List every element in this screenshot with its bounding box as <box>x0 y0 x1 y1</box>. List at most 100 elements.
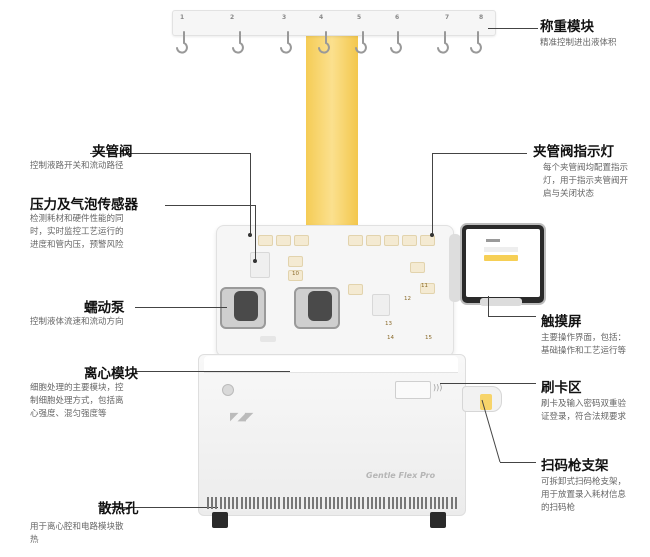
vent-slit <box>429 497 432 509</box>
vent-slit <box>312 497 314 509</box>
support-pole <box>306 30 358 235</box>
pinch-valve <box>384 235 399 246</box>
screen-field <box>484 247 518 252</box>
touchscreen-display <box>466 229 540 297</box>
vent-slit <box>454 497 457 509</box>
pinch-valve <box>348 235 363 246</box>
leader-pinch-valve <box>90 153 250 154</box>
vent-slit <box>282 497 285 509</box>
vent-slit <box>442 497 445 509</box>
hook-number-6: 6 <box>395 14 400 21</box>
vent-slit <box>354 497 356 509</box>
callout-vent-desc: 用于离心腔和电路模块散 热 <box>30 522 124 545</box>
vent-slit <box>253 497 256 509</box>
power-button <box>222 384 234 396</box>
vent-slit <box>299 497 302 509</box>
pressure-sensor <box>372 294 390 316</box>
pinch-valve <box>402 235 417 246</box>
vent-slit <box>349 497 352 509</box>
brand-logo-icon: ◤◢◤ <box>230 410 253 423</box>
scanner-holder-accent <box>480 394 492 410</box>
hook-icon <box>232 31 244 54</box>
pump-rotor-right <box>308 291 332 321</box>
callout-valve-indicator-title: 夹管阀指示灯 <box>533 144 614 160</box>
panel-slot <box>260 336 276 342</box>
callout-centrifuge-title: 离心模块 <box>84 366 138 382</box>
pinch-valve <box>348 284 363 295</box>
hook-icon <box>355 31 367 54</box>
vent-slit <box>408 497 411 509</box>
leader-pinch-valve-dot <box>248 233 252 237</box>
pinch-valve <box>288 270 303 281</box>
leader-scanner <box>500 462 536 463</box>
panel-number-14: 14 <box>387 335 394 341</box>
leader-pinch-valve-v <box>250 153 251 235</box>
callout-valve-indicator-desc: 每个夹管阀均配置指示 灯，用于指示夹管阀开 启与关闭状态 <box>543 163 629 199</box>
vent-slit <box>207 497 209 509</box>
hook-icon <box>390 31 402 54</box>
vent-slit <box>257 497 260 509</box>
foot-right <box>430 512 446 528</box>
pinch-valve <box>410 262 425 273</box>
leader-card-reader <box>440 383 536 384</box>
vent-slit <box>274 497 277 509</box>
callout-pump-desc: 控制液体流速和流动方向 <box>30 317 124 327</box>
pinch-valve <box>288 256 303 267</box>
pump-rotor-left <box>234 291 258 321</box>
vent-slit <box>232 497 235 509</box>
vent-slit <box>421 497 424 509</box>
callout-weighing-title: 称重模块 <box>540 19 594 35</box>
vent-slit <box>240 497 243 509</box>
callout-pinch-valve-desc: 控制液路开关和流动路径 <box>30 161 124 171</box>
hook-number-7: 7 <box>445 14 450 21</box>
vent-slit <box>438 497 440 509</box>
leader-valve-indicator <box>432 153 527 154</box>
vent-slit <box>370 497 373 509</box>
vent-slit <box>404 497 407 509</box>
vent-slit <box>295 497 298 509</box>
leader-valve-indicator-v <box>432 153 433 235</box>
callout-scanner-title: 扫码枪支架 <box>541 458 609 474</box>
vent-slit <box>337 497 340 509</box>
vent-slit <box>219 497 222 509</box>
brand-text: Gentle Flex Pro <box>366 471 436 480</box>
vent-slit <box>291 497 293 509</box>
vent-slit <box>265 497 268 509</box>
vent-slit <box>303 497 306 509</box>
vent-slit <box>324 497 327 509</box>
hook-icon <box>318 31 330 54</box>
panel-number-15: 15 <box>425 335 432 341</box>
vent-slit <box>391 497 394 509</box>
vent-slit <box>211 497 214 509</box>
vent-slit <box>286 497 289 509</box>
leader-vent <box>108 507 218 508</box>
weighing-bar <box>172 10 496 36</box>
hook-number-4: 4 <box>319 14 324 21</box>
pinch-valve <box>420 283 435 294</box>
callout-scanner-desc: 可拆卸式扫码枪支架， 用于放置录入耗材信息 的扫码枪 <box>541 477 627 513</box>
leader-pressure-dot <box>253 259 257 263</box>
panel-number-13: 13 <box>385 321 392 327</box>
panel-side-knob <box>449 234 461 302</box>
hook-number-8: 8 <box>479 14 484 21</box>
hook-icon <box>470 31 482 54</box>
callout-touchscreen-title: 触摸屏 <box>541 314 582 330</box>
screen-login-button <box>484 255 518 261</box>
screen-logo-icon <box>486 239 500 242</box>
vent-slit <box>383 497 386 509</box>
vent-slit <box>412 497 415 509</box>
callout-vent-title: 散热孔 <box>98 501 139 517</box>
hook-number-5: 5 <box>357 14 362 21</box>
pinch-valve <box>276 235 291 246</box>
panel-number-10: 10 <box>292 271 299 277</box>
panel-number-12: 12 <box>404 296 411 302</box>
vent-slit <box>215 497 218 509</box>
vent-slit <box>278 497 281 509</box>
leader-weighing <box>488 28 538 29</box>
callout-weighing-desc: 精准控制进出液体积 <box>540 38 617 48</box>
vent-slit <box>320 497 323 509</box>
vent-slit <box>223 497 226 509</box>
callout-pressure-title: 压力及气泡传感器 <box>30 197 138 213</box>
vent-slit <box>236 497 239 509</box>
vent-slit <box>328 497 331 509</box>
